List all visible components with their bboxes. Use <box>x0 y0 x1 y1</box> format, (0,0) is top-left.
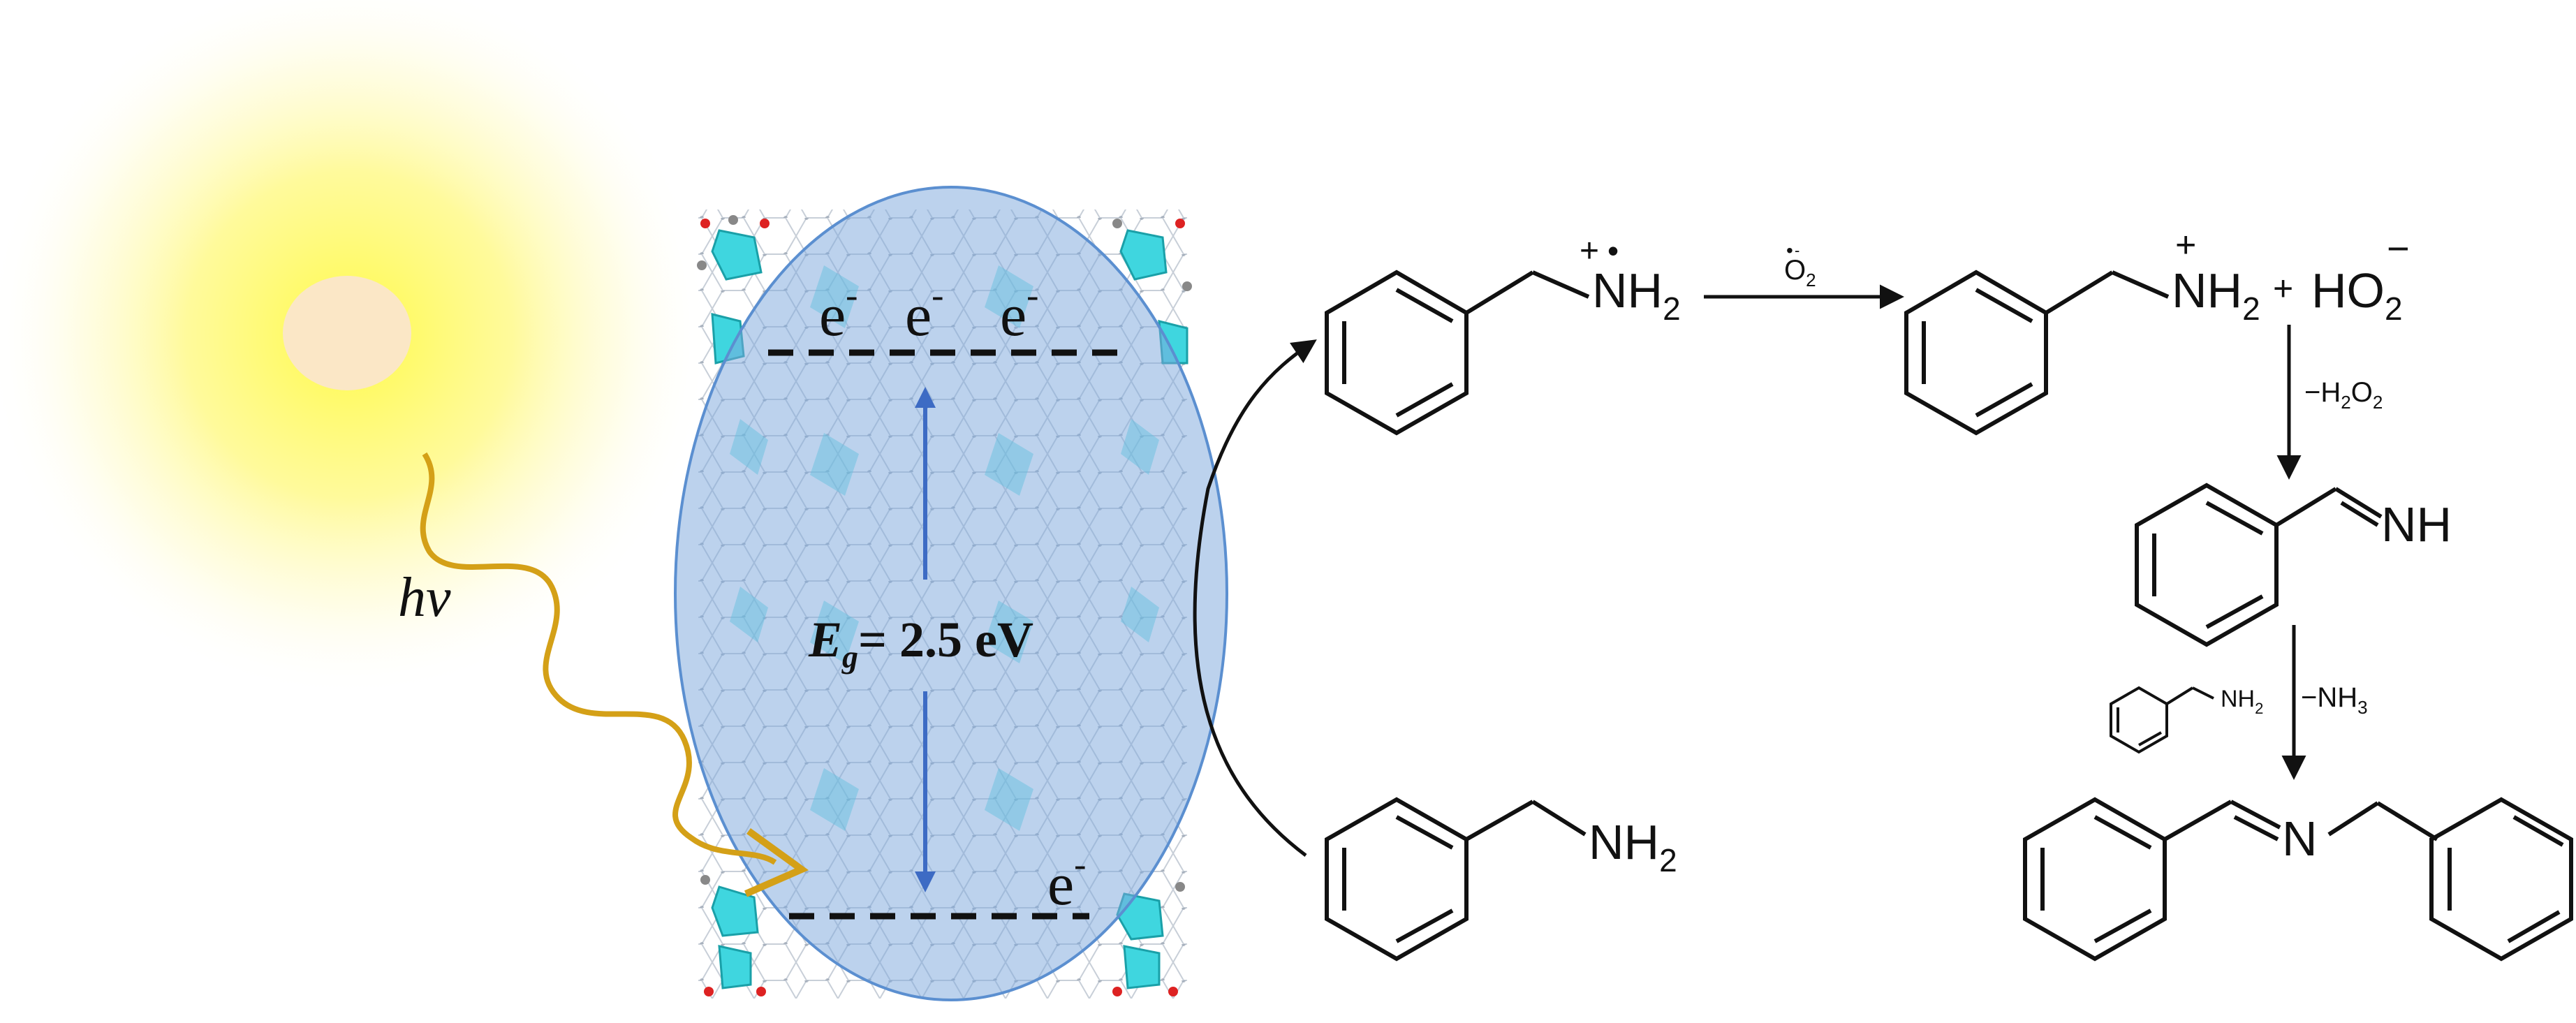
hydroperoxide-label: HO2 <box>2311 263 2403 327</box>
minus-nh3-label: −NH3 <box>2301 682 2368 718</box>
radical-dot: • <box>1607 233 1619 269</box>
reagent-amine-label: NH2 <box>2221 686 2263 717</box>
superoxide-dot: • <box>1786 240 1793 261</box>
photon-label: hv <box>398 567 451 628</box>
cation-amine-label: NH2 <box>2172 263 2260 327</box>
minus-h2o2-label: −H2O2 <box>2304 377 2383 413</box>
benzylammonium-cation <box>1904 270 2170 436</box>
bandgap-label: Eg= 2.5 eV <box>808 612 1033 675</box>
benzylamine-radical-cation <box>1325 270 1590 436</box>
conduction-band-electrons: e- e- e- <box>819 276 1039 348</box>
benzaldimine <box>2135 483 2383 647</box>
plus-sign: + <box>2273 269 2293 308</box>
benzylamine-reagent-small <box>2110 686 2214 754</box>
sun-core <box>283 276 411 390</box>
photon-arrowhead-icon <box>744 827 809 897</box>
product-n-label: N <box>2282 811 2318 866</box>
cb-electron-1: e- <box>819 276 858 348</box>
superoxide-label: O2 <box>1784 255 1816 290</box>
photon-wave <box>420 452 777 865</box>
cb-electron-3: e- <box>1000 276 1039 348</box>
benzylamine-label: NH2 <box>1589 815 1677 878</box>
superoxide-minus: - <box>1795 242 1799 259</box>
imine-nh-label: NH <box>2381 497 2452 552</box>
cb-electron-2: e- <box>905 276 944 348</box>
benzylamine-substrate <box>1325 797 1587 962</box>
cation-charge: + <box>2175 225 2196 265</box>
radical-cation-charge: + <box>1580 233 1599 270</box>
imine-product <box>2023 797 2573 962</box>
radical-cation-amine-label: NH2 <box>1592 263 1681 327</box>
oxidation-curve-arrow <box>1193 339 1317 857</box>
sun-illustration <box>0 0 712 698</box>
hydroperoxide-charge: − <box>2387 226 2410 270</box>
vb-electron: e- <box>1047 845 1087 918</box>
semiconductor-particle <box>674 186 1228 1001</box>
